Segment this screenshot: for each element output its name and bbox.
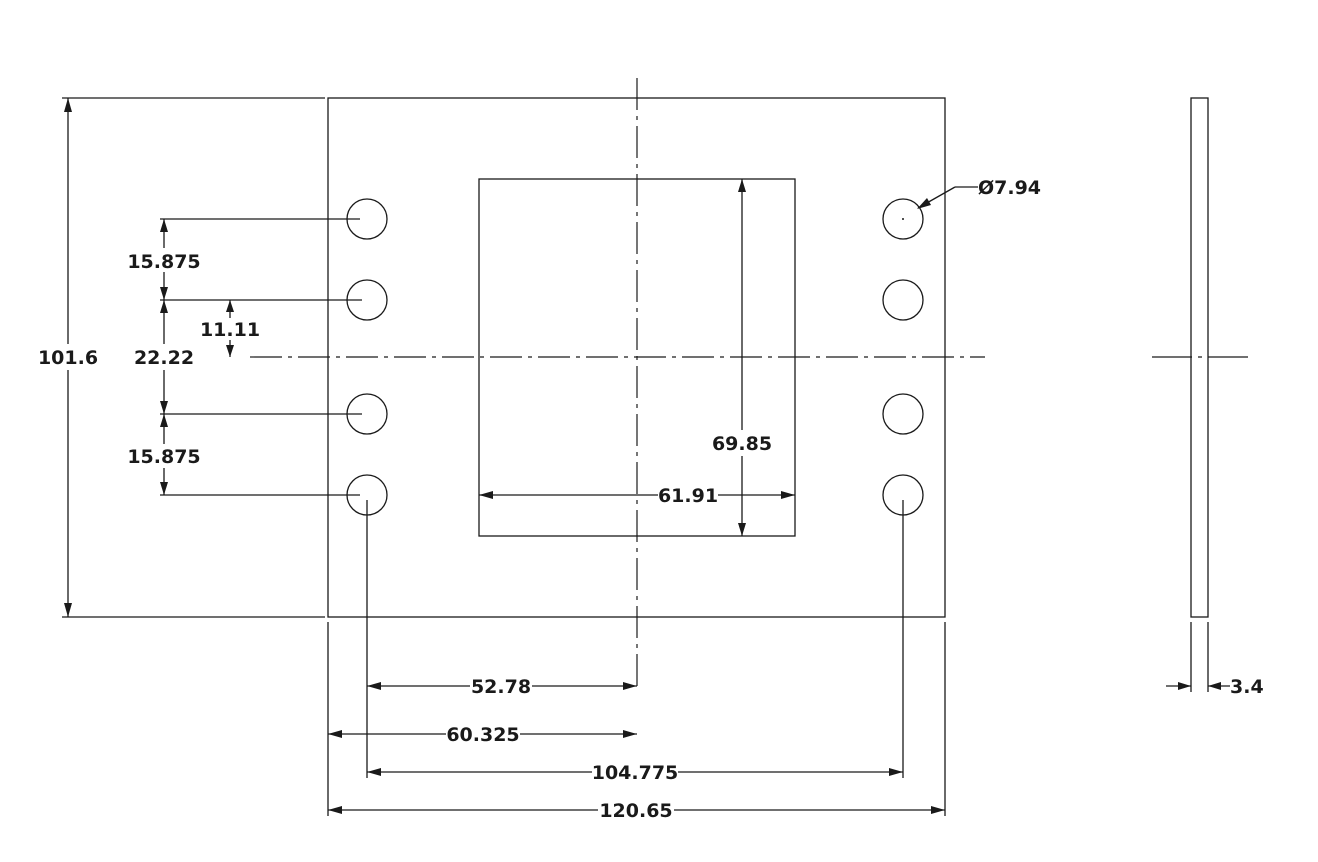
hole-center-mark <box>902 218 904 220</box>
hole-to-center-label: 52.78 <box>471 676 531 698</box>
arrow-head <box>781 491 795 499</box>
arrow-head <box>328 730 342 738</box>
arrow-head <box>367 768 381 776</box>
text-gap <box>598 798 674 822</box>
arrow-head <box>160 287 168 300</box>
arrow-head <box>160 300 168 313</box>
hole-span-label: 104.775 <box>592 762 679 784</box>
arrow-head <box>64 603 72 617</box>
arrow-head <box>623 730 637 738</box>
text-gap <box>658 483 718 507</box>
arrow-head <box>931 806 945 814</box>
text-gap <box>128 248 200 272</box>
arrow-head <box>623 682 637 690</box>
hole-diameter-label: Ø7.94 <box>978 177 1041 199</box>
text-gap <box>592 760 678 784</box>
arrow-head <box>226 345 234 357</box>
half-spacing-label: 11.11 <box>200 319 260 341</box>
inner-hole-spacing-label: 22.22 <box>134 347 194 369</box>
arrow-head <box>328 806 342 814</box>
arrow-head <box>160 401 168 414</box>
text-gap <box>132 344 196 370</box>
arrow-head <box>367 682 381 690</box>
upper-hole-pitch-label: 15.875 <box>127 251 200 273</box>
hole-right-3 <box>882 393 924 435</box>
thickness-label: 3.4 <box>1230 676 1264 698</box>
arrow-head <box>160 219 168 232</box>
arrow-head <box>479 491 493 499</box>
arrow-head <box>917 198 931 209</box>
text-gap <box>202 318 258 340</box>
text-gap <box>712 430 772 456</box>
arrow-head <box>226 300 234 312</box>
arrow-head <box>64 98 72 112</box>
edge-to-center-label: 60.325 <box>446 724 519 746</box>
lower-hole-pitch-label: 15.875 <box>127 446 200 468</box>
text-gap <box>38 344 98 370</box>
arrow-head <box>738 179 746 192</box>
text-gap <box>128 444 200 468</box>
arrow-head <box>1178 682 1191 690</box>
arrow-head <box>160 482 168 495</box>
text-gap <box>470 674 532 698</box>
arrow-head <box>160 414 168 427</box>
overall-height-label: 101.6 <box>38 347 98 369</box>
text-gap <box>446 722 520 746</box>
hole-right-2 <box>882 279 924 321</box>
cutout-width-label: 61.91 <box>658 485 718 507</box>
arrow-head <box>1208 682 1221 690</box>
arrow-head <box>889 768 903 776</box>
overall-width-label: 120.65 <box>599 800 672 822</box>
cutout-height-label: 69.85 <box>712 433 772 455</box>
arrow-head <box>738 523 746 536</box>
